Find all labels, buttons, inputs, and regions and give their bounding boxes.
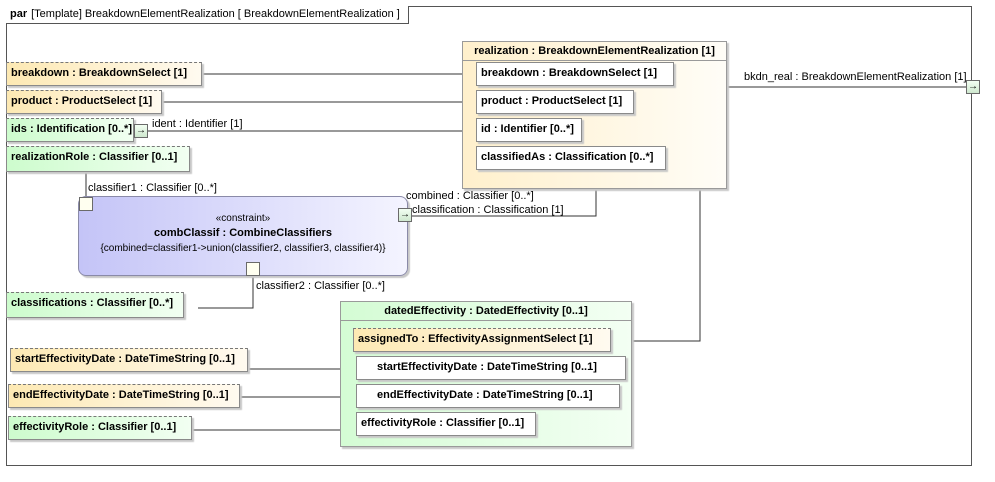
bkdn-real-label: bkdn_real : BreakdownElementRealization … bbox=[744, 71, 967, 83]
combined-port[interactable]: → bbox=[398, 208, 412, 222]
realization-part-classified-as[interactable]: classifiedAs : Classification [0..*] bbox=[476, 146, 666, 170]
classifier1-label: classifier1 : Classifier [0..*] bbox=[88, 182, 217, 194]
connector-assigned-to bbox=[612, 188, 701, 342]
realization-separator bbox=[463, 60, 726, 61]
connector-classifier2 bbox=[198, 276, 254, 309]
ids-port[interactable]: → bbox=[134, 124, 148, 138]
start-effectivity-date-property[interactable]: startEffectivityDate : DateTimeString [0… bbox=[10, 348, 248, 372]
classifier2-port[interactable] bbox=[246, 262, 260, 276]
effectivity-role-property[interactable]: effectivityRole : Classifier [0..1] bbox=[8, 416, 192, 440]
bkdn-real-port[interactable]: → bbox=[966, 80, 980, 94]
ident-label: ident : Identifier [1] bbox=[152, 118, 243, 130]
frame-keyword: par bbox=[10, 8, 28, 20]
end-effectivity-date-property[interactable]: endEffectivityDate : DateTimeString [0..… bbox=[8, 384, 240, 408]
classifier1-port[interactable] bbox=[79, 197, 93, 211]
diagram-frame bbox=[6, 6, 972, 466]
constraint-name: combClassif : CombineClassifiers bbox=[154, 227, 332, 239]
realization-part-breakdown[interactable]: breakdown : BreakdownSelect [1] bbox=[476, 62, 674, 86]
dated-effectivity-role[interactable]: effectivityRole : Classifier [0..1] bbox=[356, 412, 536, 436]
product-property[interactable]: product : ProductSelect [1] bbox=[6, 90, 162, 114]
port-arrow-icon: → bbox=[136, 125, 146, 136]
dated-effectivity-start-date[interactable]: startEffectivityDate : DateTimeString [0… bbox=[356, 356, 626, 380]
dated-effectivity-end-date[interactable]: endEffectivityDate : DateTimeString [0..… bbox=[356, 384, 620, 408]
ids-property[interactable]: ids : Identification [0..*] bbox=[6, 118, 134, 142]
combined-label: combined : Classifier [0..*] bbox=[406, 190, 534, 202]
port-arrow-icon: → bbox=[968, 81, 978, 92]
dated-effectivity-assigned-to[interactable]: assignedTo : EffectivityAssignmentSelect… bbox=[353, 328, 611, 352]
realization-part-id[interactable]: id : Identifier [0..*] bbox=[476, 118, 582, 142]
realization-title: realization : BreakdownElementRealizatio… bbox=[474, 45, 715, 57]
frame-title-tab: par[Template] BreakdownElementRealizatio… bbox=[6, 6, 409, 24]
classifications-property[interactable]: classifications : Classifier [0..*] bbox=[6, 292, 184, 318]
breakdown-property[interactable]: breakdown : BreakdownSelect [1] bbox=[6, 62, 202, 86]
constraint-stereotype: «constraint» bbox=[215, 213, 271, 224]
classification-label: classification : Classification [1] bbox=[412, 204, 564, 216]
realization-role-property[interactable]: realizationRole : Classifier [0..1] bbox=[6, 146, 190, 172]
dated-effectivity-title: datedEffectivity : DatedEffectivity [0..… bbox=[384, 305, 588, 317]
dated-effectivity-separator bbox=[341, 320, 631, 321]
port-arrow-icon: → bbox=[400, 209, 410, 220]
classifier2-label: classifier2 : Classifier [0..*] bbox=[256, 280, 385, 292]
frame-title: [Template] BreakdownElementRealization [… bbox=[31, 8, 400, 20]
realization-part-product[interactable]: product : ProductSelect [1] bbox=[476, 90, 634, 114]
constraint-expression: {combined=classifier1->union(classifier2… bbox=[100, 243, 386, 254]
comb-classif-constraint[interactable]: «constraint» combClassif : CombineClassi… bbox=[78, 196, 408, 276]
